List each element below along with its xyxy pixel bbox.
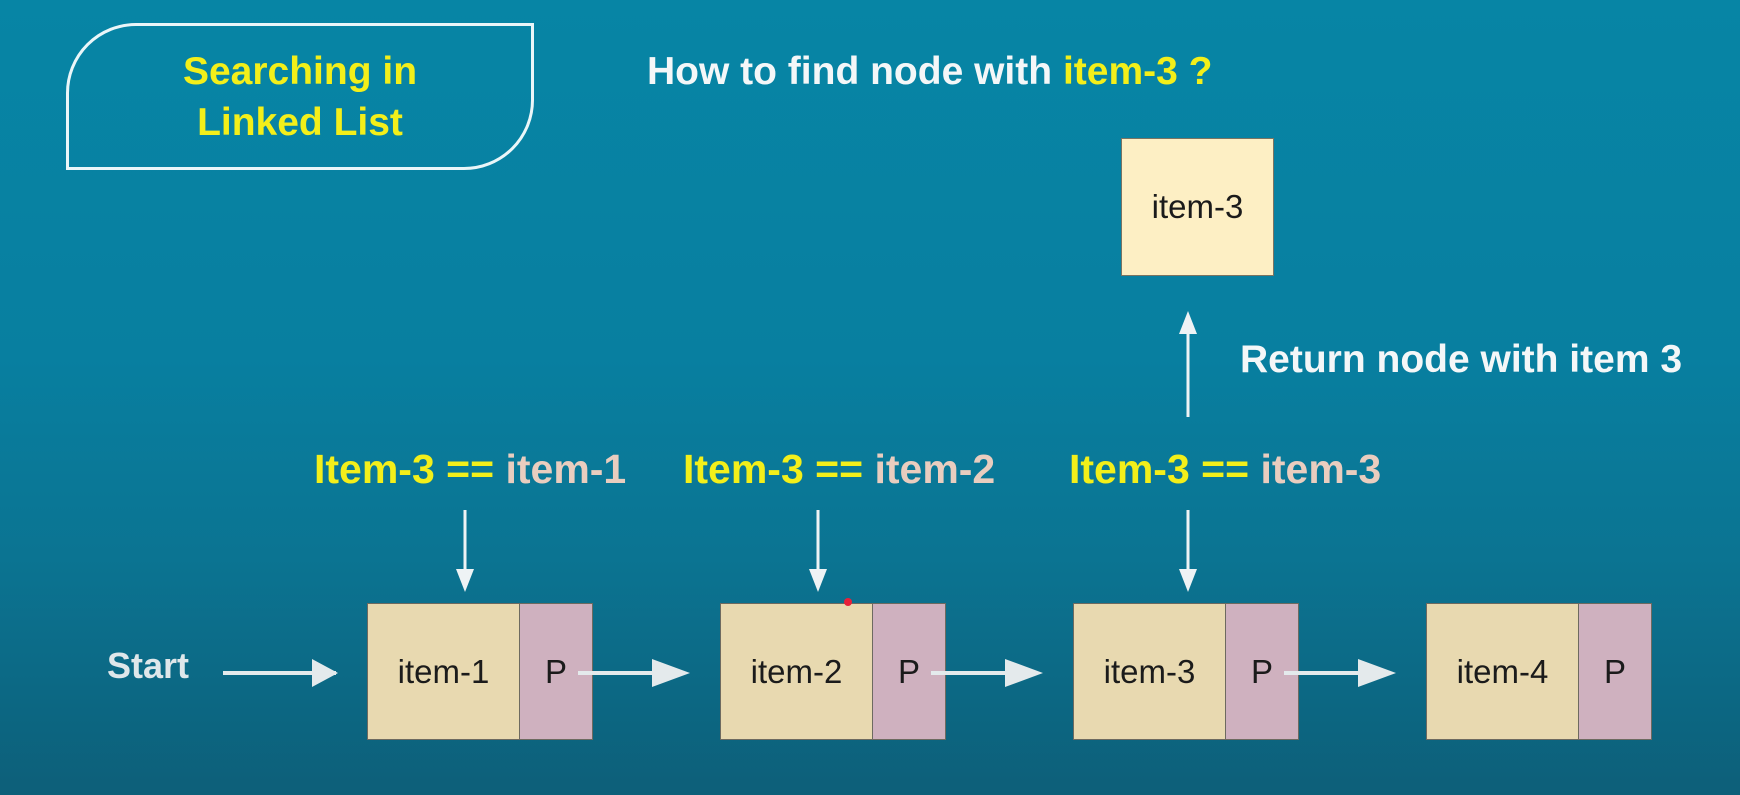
list-node-1: item-1 P — [367, 603, 593, 740]
list-node-4: item-4 P — [1426, 603, 1652, 740]
comparison-2: Item-3 == item-2 — [683, 446, 995, 493]
compare-arrow-1-head — [456, 569, 474, 592]
return-label: Return node with item 3 — [1240, 338, 1683, 381]
question-suffix: ? — [1188, 50, 1213, 93]
comparison-op: == — [446, 446, 495, 492]
node-item-cell: item-2 — [721, 604, 873, 739]
comparison-3: Item-3 == item-3 — [1069, 446, 1381, 493]
question-prefix: How to find node with — [647, 50, 1053, 93]
comparison-op: == — [815, 446, 864, 492]
title-box: Searching in Linked List — [66, 23, 534, 170]
node-pointer-cell: P — [873, 604, 945, 739]
comparison-lhs: Item-3 — [314, 446, 435, 492]
compare-arrow-3-head — [1179, 569, 1197, 592]
node-pointer-cell: P — [1226, 604, 1298, 739]
result-node-box: item-3 — [1121, 138, 1274, 276]
comparison-1: Item-3 == item-1 — [314, 446, 626, 493]
list-node-2: item-2 P — [720, 603, 946, 740]
question-heading: How to find node with item-3 ? — [647, 50, 1212, 94]
start-arrow-head — [312, 659, 338, 687]
return-arrow-head — [1179, 311, 1197, 334]
node-pointer-cell: P — [520, 604, 592, 739]
node-pointer-cell: P — [1579, 604, 1651, 739]
node-item-cell: item-1 — [368, 604, 520, 739]
node-item-cell: item-4 — [1427, 604, 1579, 739]
result-node-label: item-3 — [1151, 188, 1244, 225]
comparison-rhs: item-1 — [505, 446, 627, 492]
comparison-lhs: Item-3 — [683, 446, 804, 492]
list-node-3: item-3 P — [1073, 603, 1299, 740]
comparison-rhs: item-2 — [874, 446, 996, 492]
node-item-cell: item-3 — [1074, 604, 1226, 739]
diagram-title: Searching in Linked List — [182, 49, 418, 144]
comparison-op: == — [1201, 446, 1250, 492]
next-arrow-3-head — [1358, 659, 1396, 687]
comparison-rhs: item-3 — [1260, 446, 1382, 492]
start-label: Start — [107, 645, 190, 686]
question-highlight: item-3 — [1062, 50, 1178, 93]
compare-arrow-2-head — [809, 569, 827, 592]
comparison-lhs: Item-3 — [1069, 446, 1190, 492]
next-arrow-2-head — [1005, 659, 1043, 687]
next-arrow-1-head — [652, 659, 690, 687]
